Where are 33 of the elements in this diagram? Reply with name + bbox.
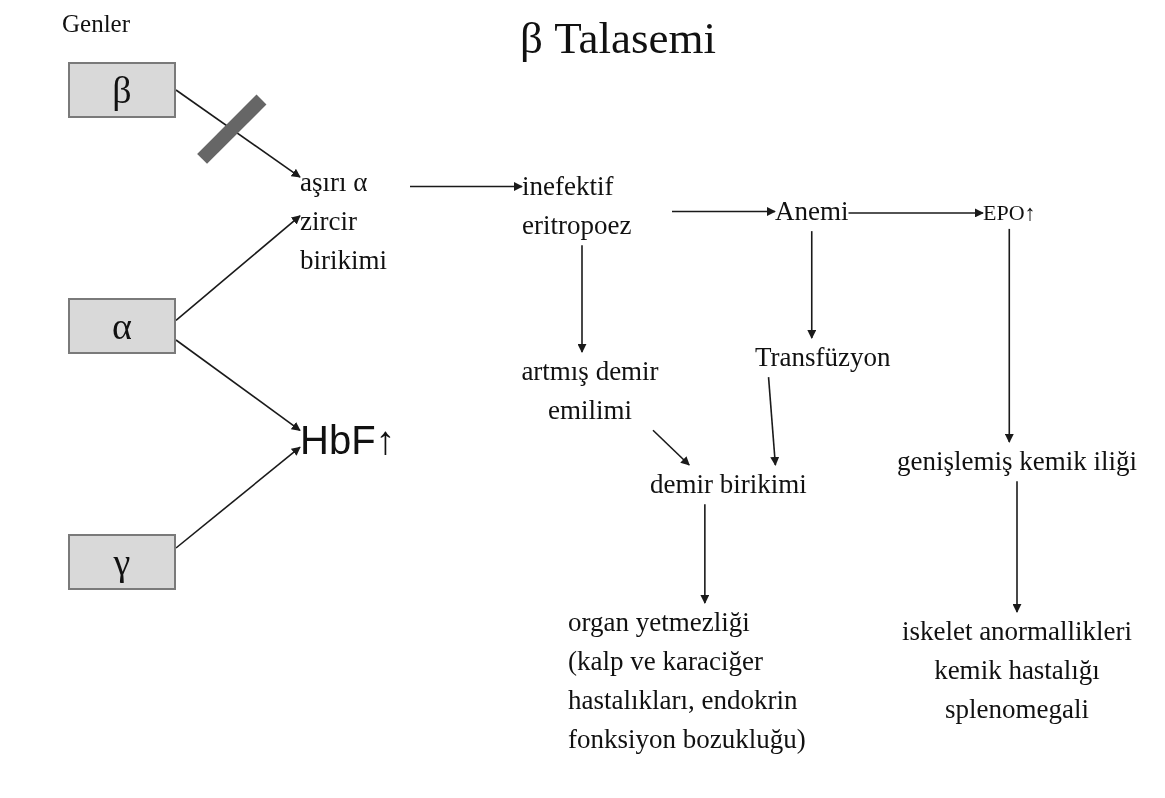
arrow xyxy=(807,230,817,339)
gene-symbol: β xyxy=(112,71,132,109)
arrow xyxy=(175,215,301,322)
arrow xyxy=(847,208,984,218)
flow-text: Anemi xyxy=(775,192,849,232)
flow-text: artmış demir emilimi xyxy=(500,352,680,431)
flow-text: inefektif eritropoez xyxy=(522,167,672,246)
gene-box xyxy=(68,298,176,354)
arrow xyxy=(175,339,301,432)
arrow xyxy=(700,503,710,604)
gene-box xyxy=(68,534,176,590)
flow-text: organ yetmezliği (kalp ve karaciğer hastalıkları, endokrin fonksiyon bozukluğu) xyxy=(568,603,806,760)
arrow xyxy=(175,89,301,178)
arrow xyxy=(1004,228,1014,443)
arrow xyxy=(577,244,587,353)
flow-text: genişlemiş kemik iliği xyxy=(897,442,1137,482)
column-heading: Genler xyxy=(62,10,131,38)
arrow xyxy=(767,376,780,466)
flow-text: EPO↑ xyxy=(983,197,1036,229)
gene-symbol: γ xyxy=(113,543,131,581)
arrow xyxy=(409,182,523,192)
flow-text: aşırı α zircir birikimi xyxy=(300,163,410,281)
gene-box xyxy=(68,62,176,118)
flow-text: Transfüzyon xyxy=(755,338,891,378)
arrow xyxy=(175,446,301,549)
flow-text: demir birikimi xyxy=(650,465,807,505)
arrow xyxy=(671,207,776,217)
flow-text: HbF↑ xyxy=(300,416,396,464)
gene-symbol: α xyxy=(112,307,132,345)
diagram-title: β Talasemi xyxy=(520,12,716,64)
flow-text: iskelet anormallikleri kemik hastalığı splenomegali xyxy=(882,612,1152,730)
arrow xyxy=(1012,480,1022,613)
arrow xyxy=(652,429,690,466)
